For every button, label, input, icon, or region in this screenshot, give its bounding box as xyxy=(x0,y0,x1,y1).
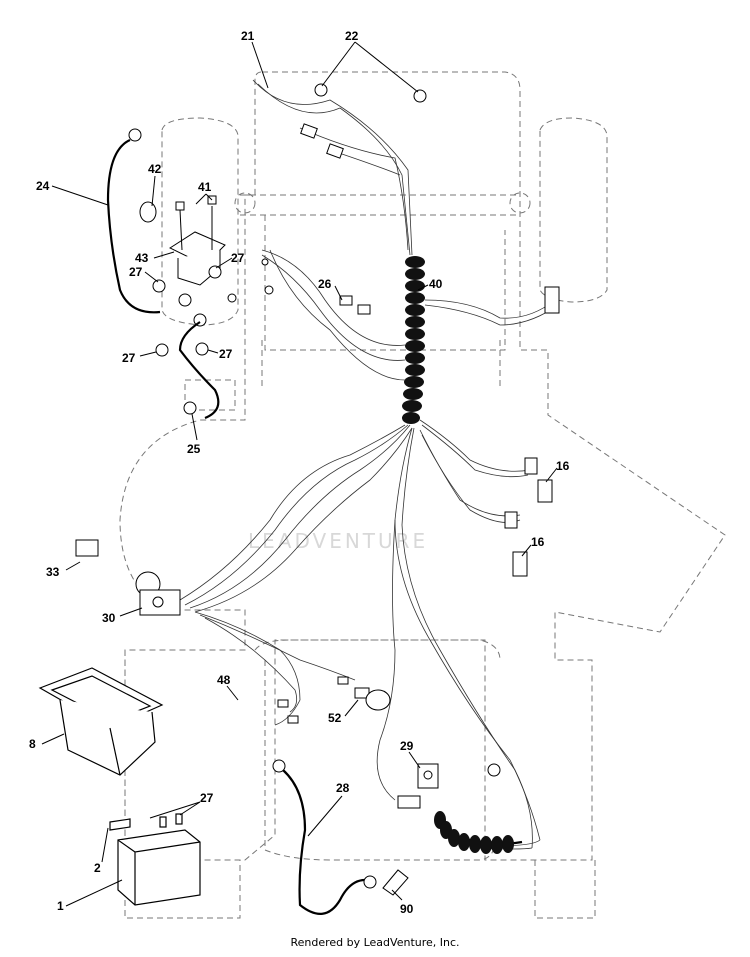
callout-16-a: 16 xyxy=(556,459,570,473)
callout-21: 21 xyxy=(241,29,255,43)
callout-25: 25 xyxy=(187,442,201,456)
callout-27-a: 27 xyxy=(129,265,143,279)
harness-coil-sleeve xyxy=(402,256,425,424)
callout-8: 8 xyxy=(29,737,36,751)
callouts: 21 22 24 42 41 43 27 27 26 40 27 27 25 1… xyxy=(29,29,570,916)
callout-27-b: 27 xyxy=(231,251,245,265)
callout-1: 1 xyxy=(57,899,64,913)
callout-27-c: 27 xyxy=(122,351,136,365)
battery xyxy=(109,813,201,906)
callout-52: 52 xyxy=(328,711,342,725)
callout-29: 29 xyxy=(400,739,414,753)
callout-48: 48 xyxy=(217,673,231,687)
battery-cables xyxy=(106,138,523,915)
cable-terminals xyxy=(128,128,501,889)
callout-27-d: 27 xyxy=(219,347,233,361)
grommet xyxy=(382,869,409,896)
callout-28: 28 xyxy=(336,781,350,795)
callout-41: 41 xyxy=(198,180,212,194)
callout-33: 33 xyxy=(46,565,60,579)
callout-43: 43 xyxy=(135,251,149,265)
callout-90: 90 xyxy=(400,902,414,916)
callout-40: 40 xyxy=(429,277,443,291)
leader-lines xyxy=(41,41,558,907)
callout-30: 30 xyxy=(102,611,116,625)
callout-2: 2 xyxy=(94,861,101,875)
ignition-switch xyxy=(139,589,181,616)
battery-tray xyxy=(38,667,164,776)
lower-coil xyxy=(434,811,514,854)
watermark-text: LEADVENTURE xyxy=(248,529,428,553)
callout-42: 42 xyxy=(148,162,162,176)
solenoid xyxy=(139,195,226,357)
callout-26: 26 xyxy=(318,277,332,291)
callout-24: 24 xyxy=(36,179,50,193)
footer-credit: Rendered by LeadVenture, Inc. xyxy=(290,936,460,949)
callout-22: 22 xyxy=(345,29,359,43)
callout-16-b: 16 xyxy=(531,535,545,549)
callout-27-e: 27 xyxy=(200,791,214,805)
